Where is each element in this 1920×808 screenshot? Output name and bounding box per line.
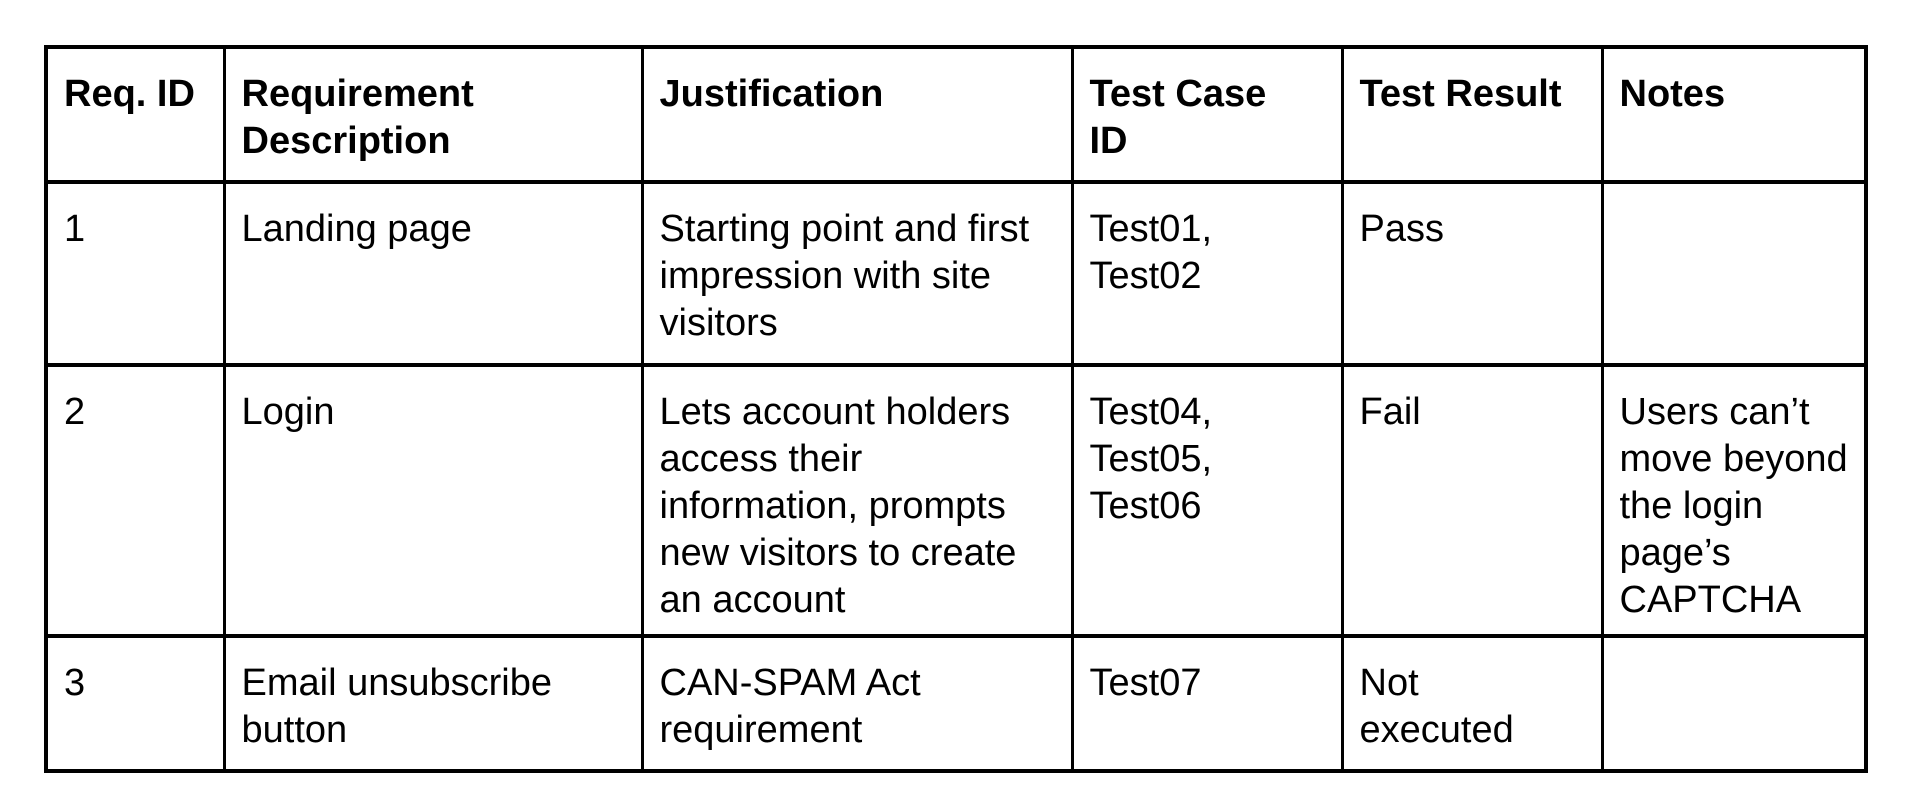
table-row: 3 Email unsubscribe button CAN-SPAM Act … bbox=[44, 634, 1868, 773]
header-justification: Justification bbox=[640, 45, 1074, 184]
header-notes: Notes bbox=[1600, 45, 1868, 184]
table-row: 1 Landing page Starting point and first … bbox=[44, 180, 1868, 367]
requirements-traceability-table: Req. ID Requirement Description Justific… bbox=[44, 45, 1868, 773]
table-header-row: Req. ID Requirement Description Justific… bbox=[44, 45, 1868, 184]
cell-test-result: Not executed bbox=[1340, 634, 1604, 773]
cell-notes bbox=[1600, 180, 1868, 367]
cell-test-case-id: Test07 bbox=[1070, 634, 1344, 773]
cell-requirement-description: Login bbox=[222, 363, 644, 638]
cell-test-result: Pass bbox=[1340, 180, 1604, 367]
header-test-result: Test Result bbox=[1340, 45, 1604, 184]
cell-justification: CAN-SPAM Act requirement bbox=[640, 634, 1074, 773]
cell-test-case-id: Test01, Test02 bbox=[1070, 180, 1344, 367]
table-row: 2 Login Lets account holders access thei… bbox=[44, 363, 1868, 638]
cell-notes bbox=[1600, 634, 1868, 773]
header-req-id: Req. ID bbox=[44, 45, 226, 184]
cell-test-case-id: Test04, Test05, Test06 bbox=[1070, 363, 1344, 638]
cell-req-id: 1 bbox=[44, 180, 226, 367]
cell-requirement-description: Email unsubscribe button bbox=[222, 634, 644, 773]
cell-test-result: Fail bbox=[1340, 363, 1604, 638]
cell-req-id: 3 bbox=[44, 634, 226, 773]
cell-justification: Lets account holders access their inform… bbox=[640, 363, 1074, 638]
header-requirement-description: Requirement Description bbox=[222, 45, 644, 184]
cell-requirement-description: Landing page bbox=[222, 180, 644, 367]
cell-notes: Users can’t move beyond the login page’s… bbox=[1600, 363, 1868, 638]
cell-justification: Starting point and first impression with… bbox=[640, 180, 1074, 367]
cell-req-id: 2 bbox=[44, 363, 226, 638]
header-test-case-id: Test Case ID bbox=[1070, 45, 1344, 184]
